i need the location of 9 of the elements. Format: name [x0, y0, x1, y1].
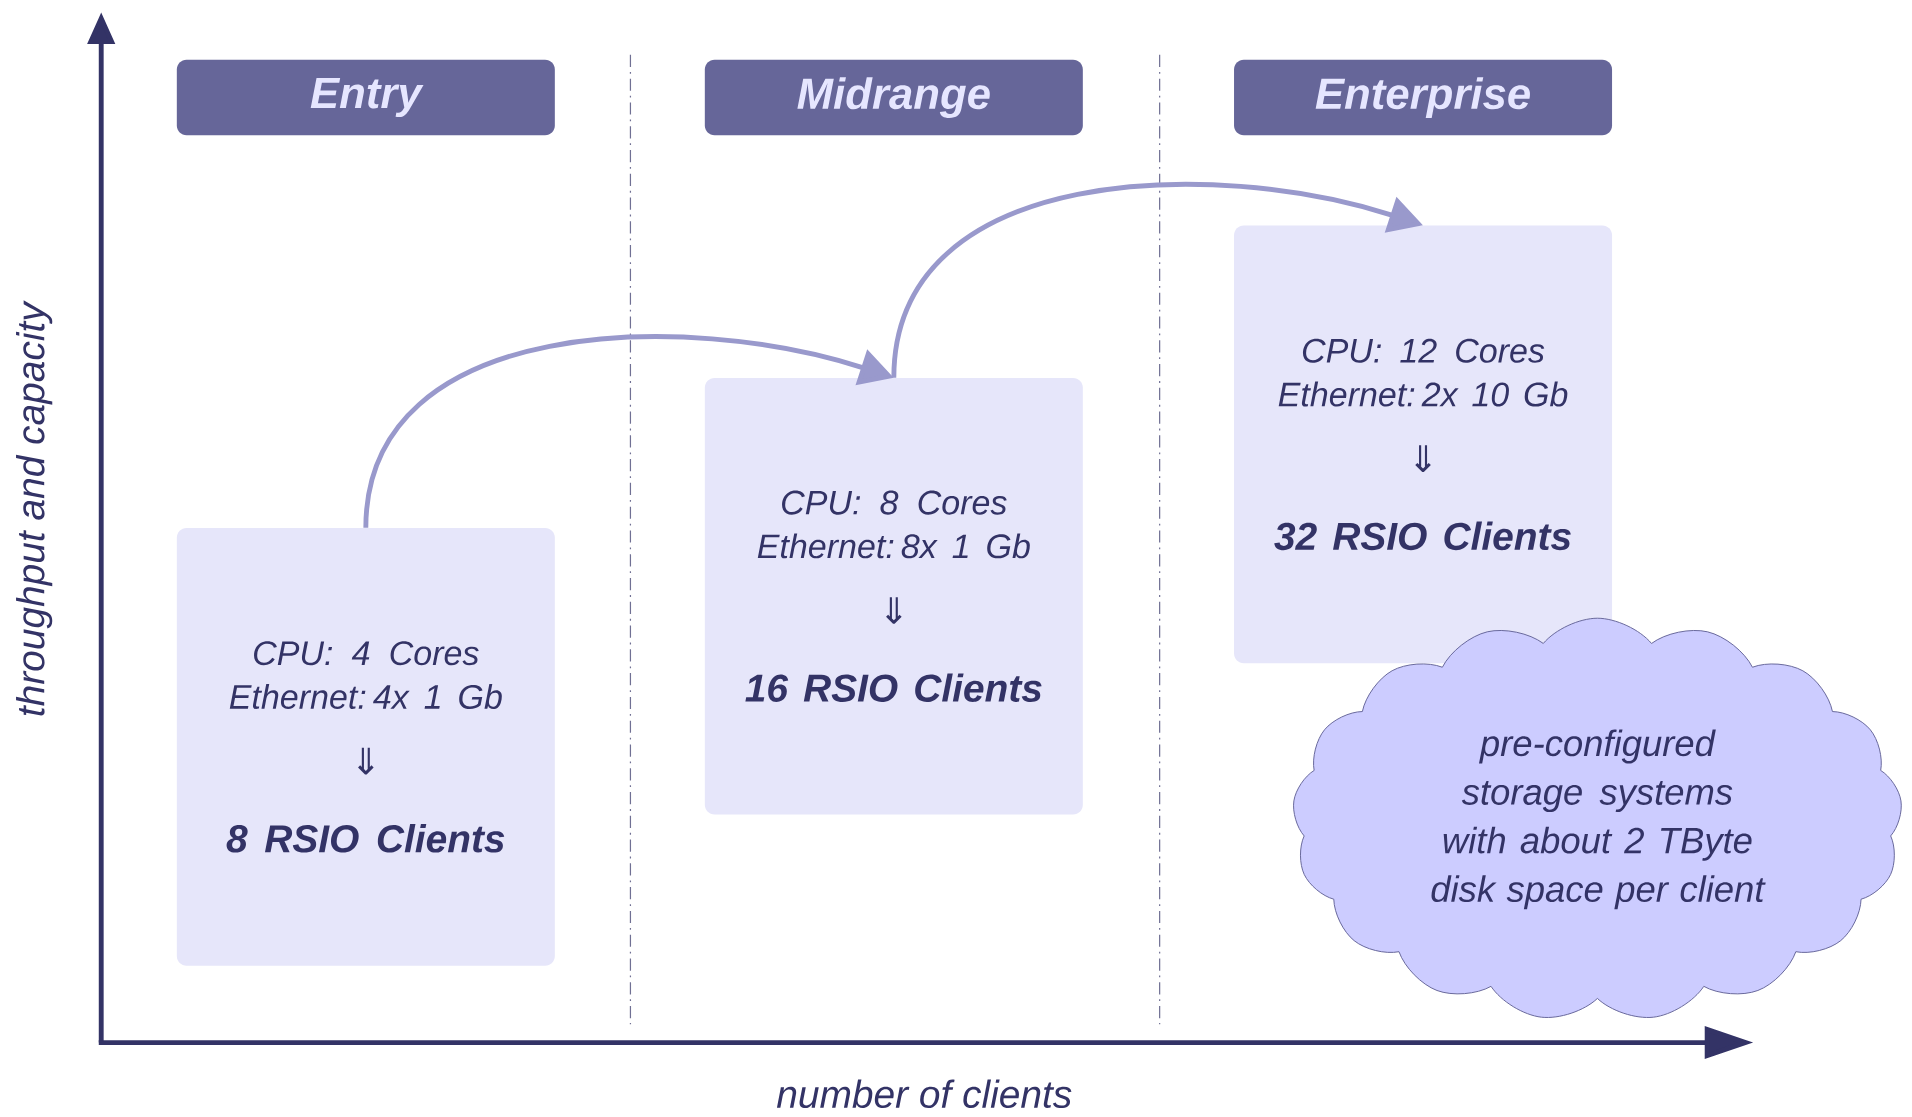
axis-label: throughput and capacity [16, 300, 53, 716]
axis-label: number of clients [776, 1079, 1072, 1109]
tier-header: Midrange [704, 59, 1083, 136]
tier-box: CPU: 12 Cores Ethernet: 2x 10 Gb ⇓ 32 RSIO Clients [1234, 225, 1613, 664]
tier-box: CPU: 8 Cores Ethernet: 8x 1 Gb ⇓ 16 RSIO Clients [704, 378, 1083, 815]
tier-box: CPU: 4 Cores Ethernet: 4x 1 Gb ⇓ 8 RSIO Clients [176, 528, 555, 966]
cloud: pre-configured storage systems with about 2 TByte disk space per client [1293, 617, 1902, 1018]
tier-header: Enterprise [1234, 59, 1613, 136]
tier-header: Entry [176, 59, 555, 136]
